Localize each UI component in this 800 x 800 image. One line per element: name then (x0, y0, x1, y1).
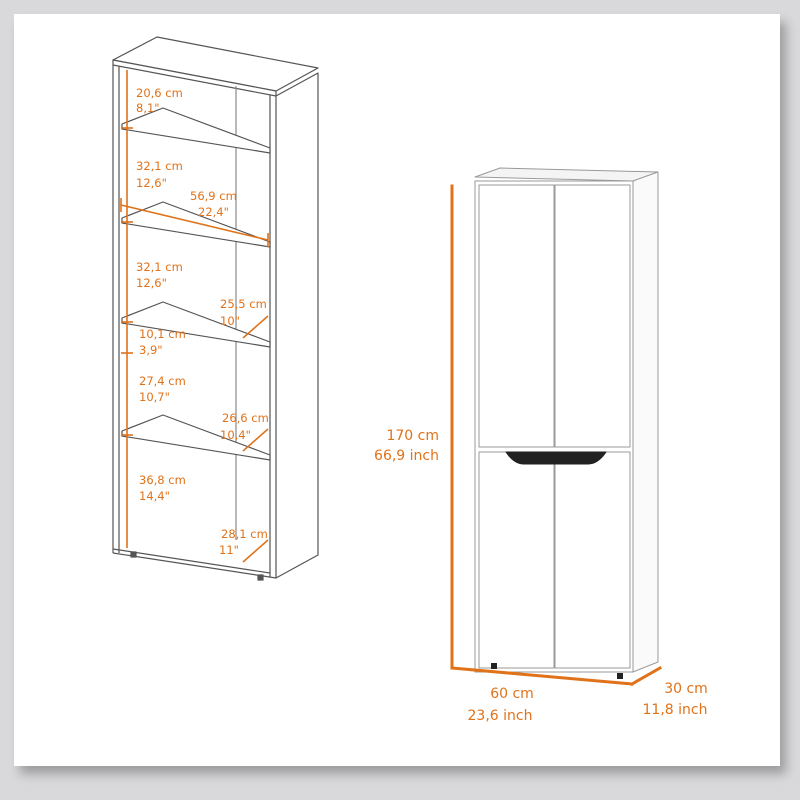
cabinet-width-in: 23,6 inch (468, 708, 533, 724)
dim-shelf-depth-2-in: 10,4" (220, 428, 251, 442)
cabinet-height-in: 66,9 inch (374, 448, 439, 464)
dim-top-compartment-in: 8,1" (136, 101, 160, 115)
dim-third-compartment-cm: 32,1 cm (136, 260, 183, 274)
shelf-unit-right-side (275, 72, 319, 579)
cabinet-door-upper-left (478, 184, 555, 448)
cabinet-door-lower-left (478, 451, 555, 669)
shelf-dimension-lines (120, 70, 269, 563)
shelf-board (121, 201, 271, 248)
shelf-unit-drawing (112, 36, 319, 581)
shelf-unit-foot (130, 551, 137, 558)
dim-shelf-depth-1-in: 10" (220, 314, 240, 328)
cabinet-dimension-lines (450, 184, 663, 687)
cabinet-top (474, 167, 659, 182)
dim-shelf-depth-1-cm: 25,5 cm (220, 297, 267, 311)
dim-second-compartment-cm: 32,1 cm (136, 159, 183, 173)
dim-small-gap-in: 3,9" (139, 343, 163, 357)
dim-shelf-width-in: 22,4" (198, 205, 229, 219)
dim-small-gap-cm: 10,1 cm (139, 327, 186, 341)
dim-top-compartment-cm: 20,6 cm (136, 86, 183, 100)
dim-second-compartment-in: 12,6" (136, 176, 167, 190)
cabinet-handle (505, 451, 607, 465)
shelf-unit-foot (257, 574, 264, 581)
cabinet-dimension-labels: 170 cm 66,9 inch 60 cm 23,6 inch 30 cm 1… (374, 428, 708, 724)
cabinet-depth-cm: 30 cm (664, 681, 708, 697)
dim-bottom-compartment-in: 14,4" (139, 489, 170, 503)
cabinet-door-lower-right (554, 451, 631, 669)
cabinet-foot (617, 673, 623, 679)
dim-fourth-compartment-cm: 27,4 cm (139, 374, 186, 388)
dim-shelf-width-cm: 56,9 cm (190, 189, 237, 203)
cabinet-depth-line (629, 665, 663, 687)
dim-bottom-compartment-cm: 36,8 cm (139, 473, 186, 487)
dim-shelf-depth-2-cm: 26,6 cm (222, 411, 269, 425)
cabinet-height-cm: 170 cm (386, 428, 439, 444)
shelf-dimension-labels: 20,6 cm 8,1" 32,1 cm 12,6" 56,9 cm 22,4"… (136, 86, 269, 557)
cabinet-width-cm: 60 cm (490, 686, 534, 702)
cabinet-right-side (632, 171, 659, 673)
cabinet-depth-in: 11,8 inch (643, 702, 708, 718)
cabinet-door-upper-right (554, 184, 631, 448)
dim-fourth-compartment-in: 10,7" (139, 390, 170, 404)
cabinet-drawing (474, 167, 659, 679)
cabinet-width-line (450, 666, 634, 686)
dim-bottom-depth-cm: 28,1 cm (221, 527, 268, 541)
cabinet-foot (491, 663, 497, 669)
dim-bottom-depth-in: 11" (219, 543, 239, 557)
dim-third-compartment-in: 12,6" (136, 276, 167, 290)
